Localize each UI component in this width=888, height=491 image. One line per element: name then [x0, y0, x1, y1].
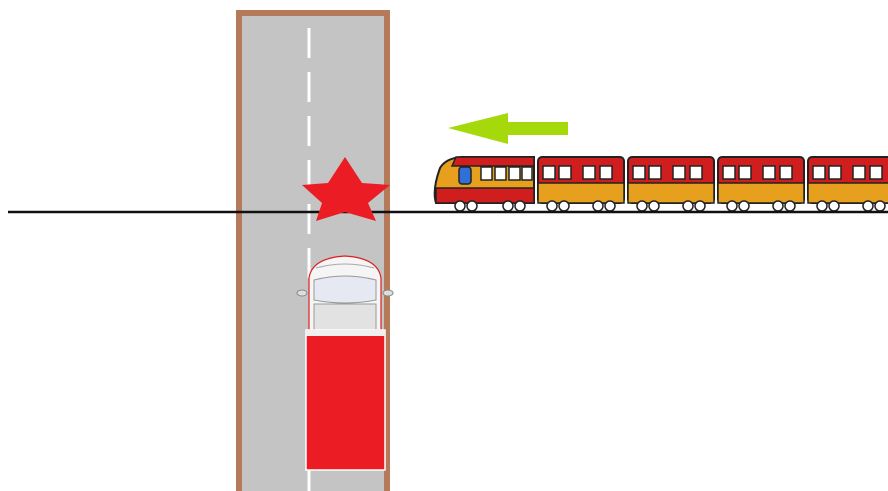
train-car-2 — [538, 157, 624, 211]
truck-mirror-right — [383, 290, 393, 296]
train-car-5 — [808, 157, 888, 211]
truck — [297, 256, 393, 470]
train-car-3 — [628, 157, 714, 211]
road-edge-top — [236, 10, 390, 16]
train — [435, 157, 888, 211]
road-edge-left — [236, 10, 242, 491]
truck-mirror-left — [297, 290, 307, 296]
truck-cargo-box — [306, 330, 385, 470]
train-car-4 — [718, 157, 804, 211]
train-lead-car — [435, 157, 534, 211]
train-direction-arrow-icon — [448, 113, 568, 144]
